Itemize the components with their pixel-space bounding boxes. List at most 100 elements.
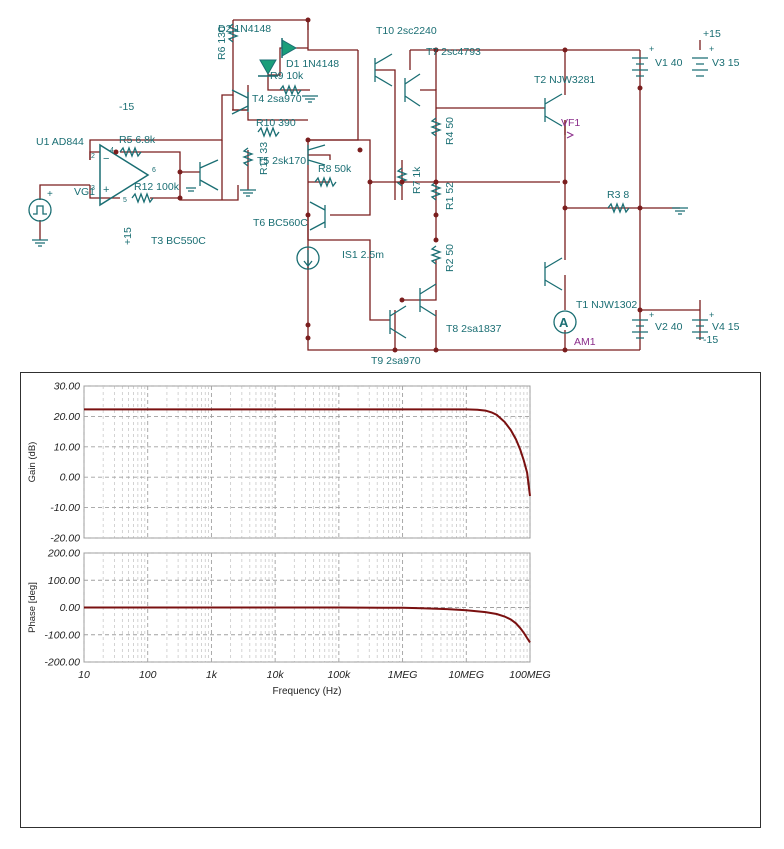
phase-ylabel: Phase [deg] <box>27 582 38 633</box>
gain-ytick-label: 10.00 <box>54 441 80 453</box>
label-r12: R12 100k <box>134 181 180 193</box>
label-v4: V4 15 <box>712 321 740 333</box>
xtick-label: 100k <box>327 669 351 681</box>
opamp-u1 <box>99 143 150 207</box>
label-t10: T10 2sc2240 <box>376 25 437 37</box>
label-t6: T6 BC560C <box>253 217 308 229</box>
resistor-r2 <box>430 245 442 265</box>
label-plus15-top: +15 <box>703 28 721 40</box>
label-r11: R11 33 <box>258 142 270 175</box>
v2-plus-sign: + <box>649 310 654 320</box>
phase-ytick-label: 0.00 <box>60 602 81 614</box>
circuit-components <box>28 23 708 339</box>
label-r3: R3 8 <box>607 189 629 201</box>
label-t1: T1 NJW1302 <box>576 299 637 311</box>
xtick-label: 1k <box>206 669 218 681</box>
transistor-t3 <box>199 159 219 191</box>
label-r1: R1 52 <box>444 182 456 210</box>
label-vf1: VF1 <box>561 117 580 129</box>
xtick-label: 1MEG <box>388 669 418 681</box>
label-r2: R2 50 <box>444 244 456 272</box>
label-t3: T3 BC550C <box>151 235 206 247</box>
xlabel: Frequency (Hz) <box>273 686 342 697</box>
pin-2: 2 <box>91 153 95 160</box>
battery-v2 <box>632 319 648 339</box>
pin-4: 4 <box>110 147 114 154</box>
signal-generator-vg1 <box>28 198 52 222</box>
junction-dots <box>113 17 643 353</box>
xtick-label: 100MEG <box>509 669 550 681</box>
label-d1: D1 1N4148 <box>286 58 339 70</box>
ground-symbol <box>240 189 256 197</box>
label-v3: V3 15 <box>712 57 740 69</box>
xtick-label: 10k <box>267 669 285 681</box>
label-r5: R5 6.8k <box>119 134 156 146</box>
pin-6: 6 <box>152 167 156 174</box>
resistor-r1 <box>430 181 442 201</box>
resistor-r5 <box>119 146 142 158</box>
resistor-r4 <box>430 117 442 137</box>
gain-ytick-label: 0.00 <box>60 472 81 484</box>
vg1-plus-sign: + <box>47 189 53 200</box>
label-r7: R7 1k <box>411 166 423 194</box>
gain-ytick-label: -10.00 <box>50 502 80 514</box>
ground-symbol <box>672 207 688 215</box>
label-r9: R9 10k <box>270 70 304 82</box>
ground-symbol <box>32 239 48 247</box>
ground-symbol <box>302 95 318 103</box>
label-vg1: VG1 <box>74 186 95 198</box>
label-am1: AM1 <box>574 336 596 348</box>
resistor-r6 <box>227 23 239 43</box>
gain-plot-area <box>83 385 531 539</box>
xtick-label: 10MEG <box>448 669 484 681</box>
transistor-t1 <box>544 257 563 291</box>
transistor-t2 <box>544 93 563 127</box>
gain-series-line <box>84 408 531 497</box>
xtick-label: 10 <box>78 669 90 681</box>
resistor-r9 <box>279 84 302 96</box>
label-r6: R6 130 <box>216 26 228 60</box>
label-u1: U1 AD844 <box>36 136 84 148</box>
resistor-r8 <box>314 176 337 188</box>
pin-3: 3 <box>91 185 95 192</box>
resistor-r7 <box>396 167 408 187</box>
resistor-r3 <box>607 202 630 214</box>
label-t9: T9 2sa970 <box>371 355 421 367</box>
resistor-r12 <box>131 192 154 204</box>
label-minus15-bot: -15 <box>703 334 718 346</box>
label-r8: R8 50k <box>318 163 352 175</box>
circuit-schematic: D2 1N4148 R6 130 D1 1N4148 R9 10k T4 2sa… <box>28 17 740 367</box>
label-v2: V2 40 <box>655 321 683 333</box>
phase-ytick-label: -100.00 <box>44 629 80 641</box>
opamp-plus-sign: + <box>103 184 109 196</box>
label-t5: T5 2sk170 <box>257 155 306 167</box>
gain-ytick-label: 20.00 <box>53 411 80 423</box>
transistor-t9 <box>389 305 407 339</box>
resistor-r11 <box>242 147 254 167</box>
gain-ytick-label: -20.00 <box>50 533 80 545</box>
label-is1: IS1 2.5m <box>342 249 384 261</box>
resistor-r10 <box>257 126 280 138</box>
ammeter-am1 <box>553 310 577 334</box>
xtick-label: 100 <box>139 669 157 681</box>
battery-v4 <box>692 319 708 339</box>
transistor-t6 <box>309 201 326 231</box>
ground-symbol <box>186 187 196 192</box>
label-v1: V1 40 <box>655 57 683 69</box>
transistor-t7 <box>404 73 421 107</box>
label-r10: R10 390 <box>256 117 296 129</box>
gain-ylabel: Gain (dB) <box>27 442 38 483</box>
label-minus15-op: -15 <box>119 101 134 113</box>
ammeter-symbol: A <box>559 315 569 330</box>
v4-plus-sign: + <box>709 310 714 320</box>
vf1-probe-icon <box>566 131 575 139</box>
phase-ytick-label: 200.00 <box>47 548 80 560</box>
v3-plus-sign: + <box>709 44 714 54</box>
battery-v1 <box>632 57 648 77</box>
phase-series-line <box>84 606 531 643</box>
label-t2: T2 NJW3281 <box>534 74 595 86</box>
label-t4: T4 2sa970 <box>252 93 302 105</box>
transistor-t10 <box>374 53 393 87</box>
